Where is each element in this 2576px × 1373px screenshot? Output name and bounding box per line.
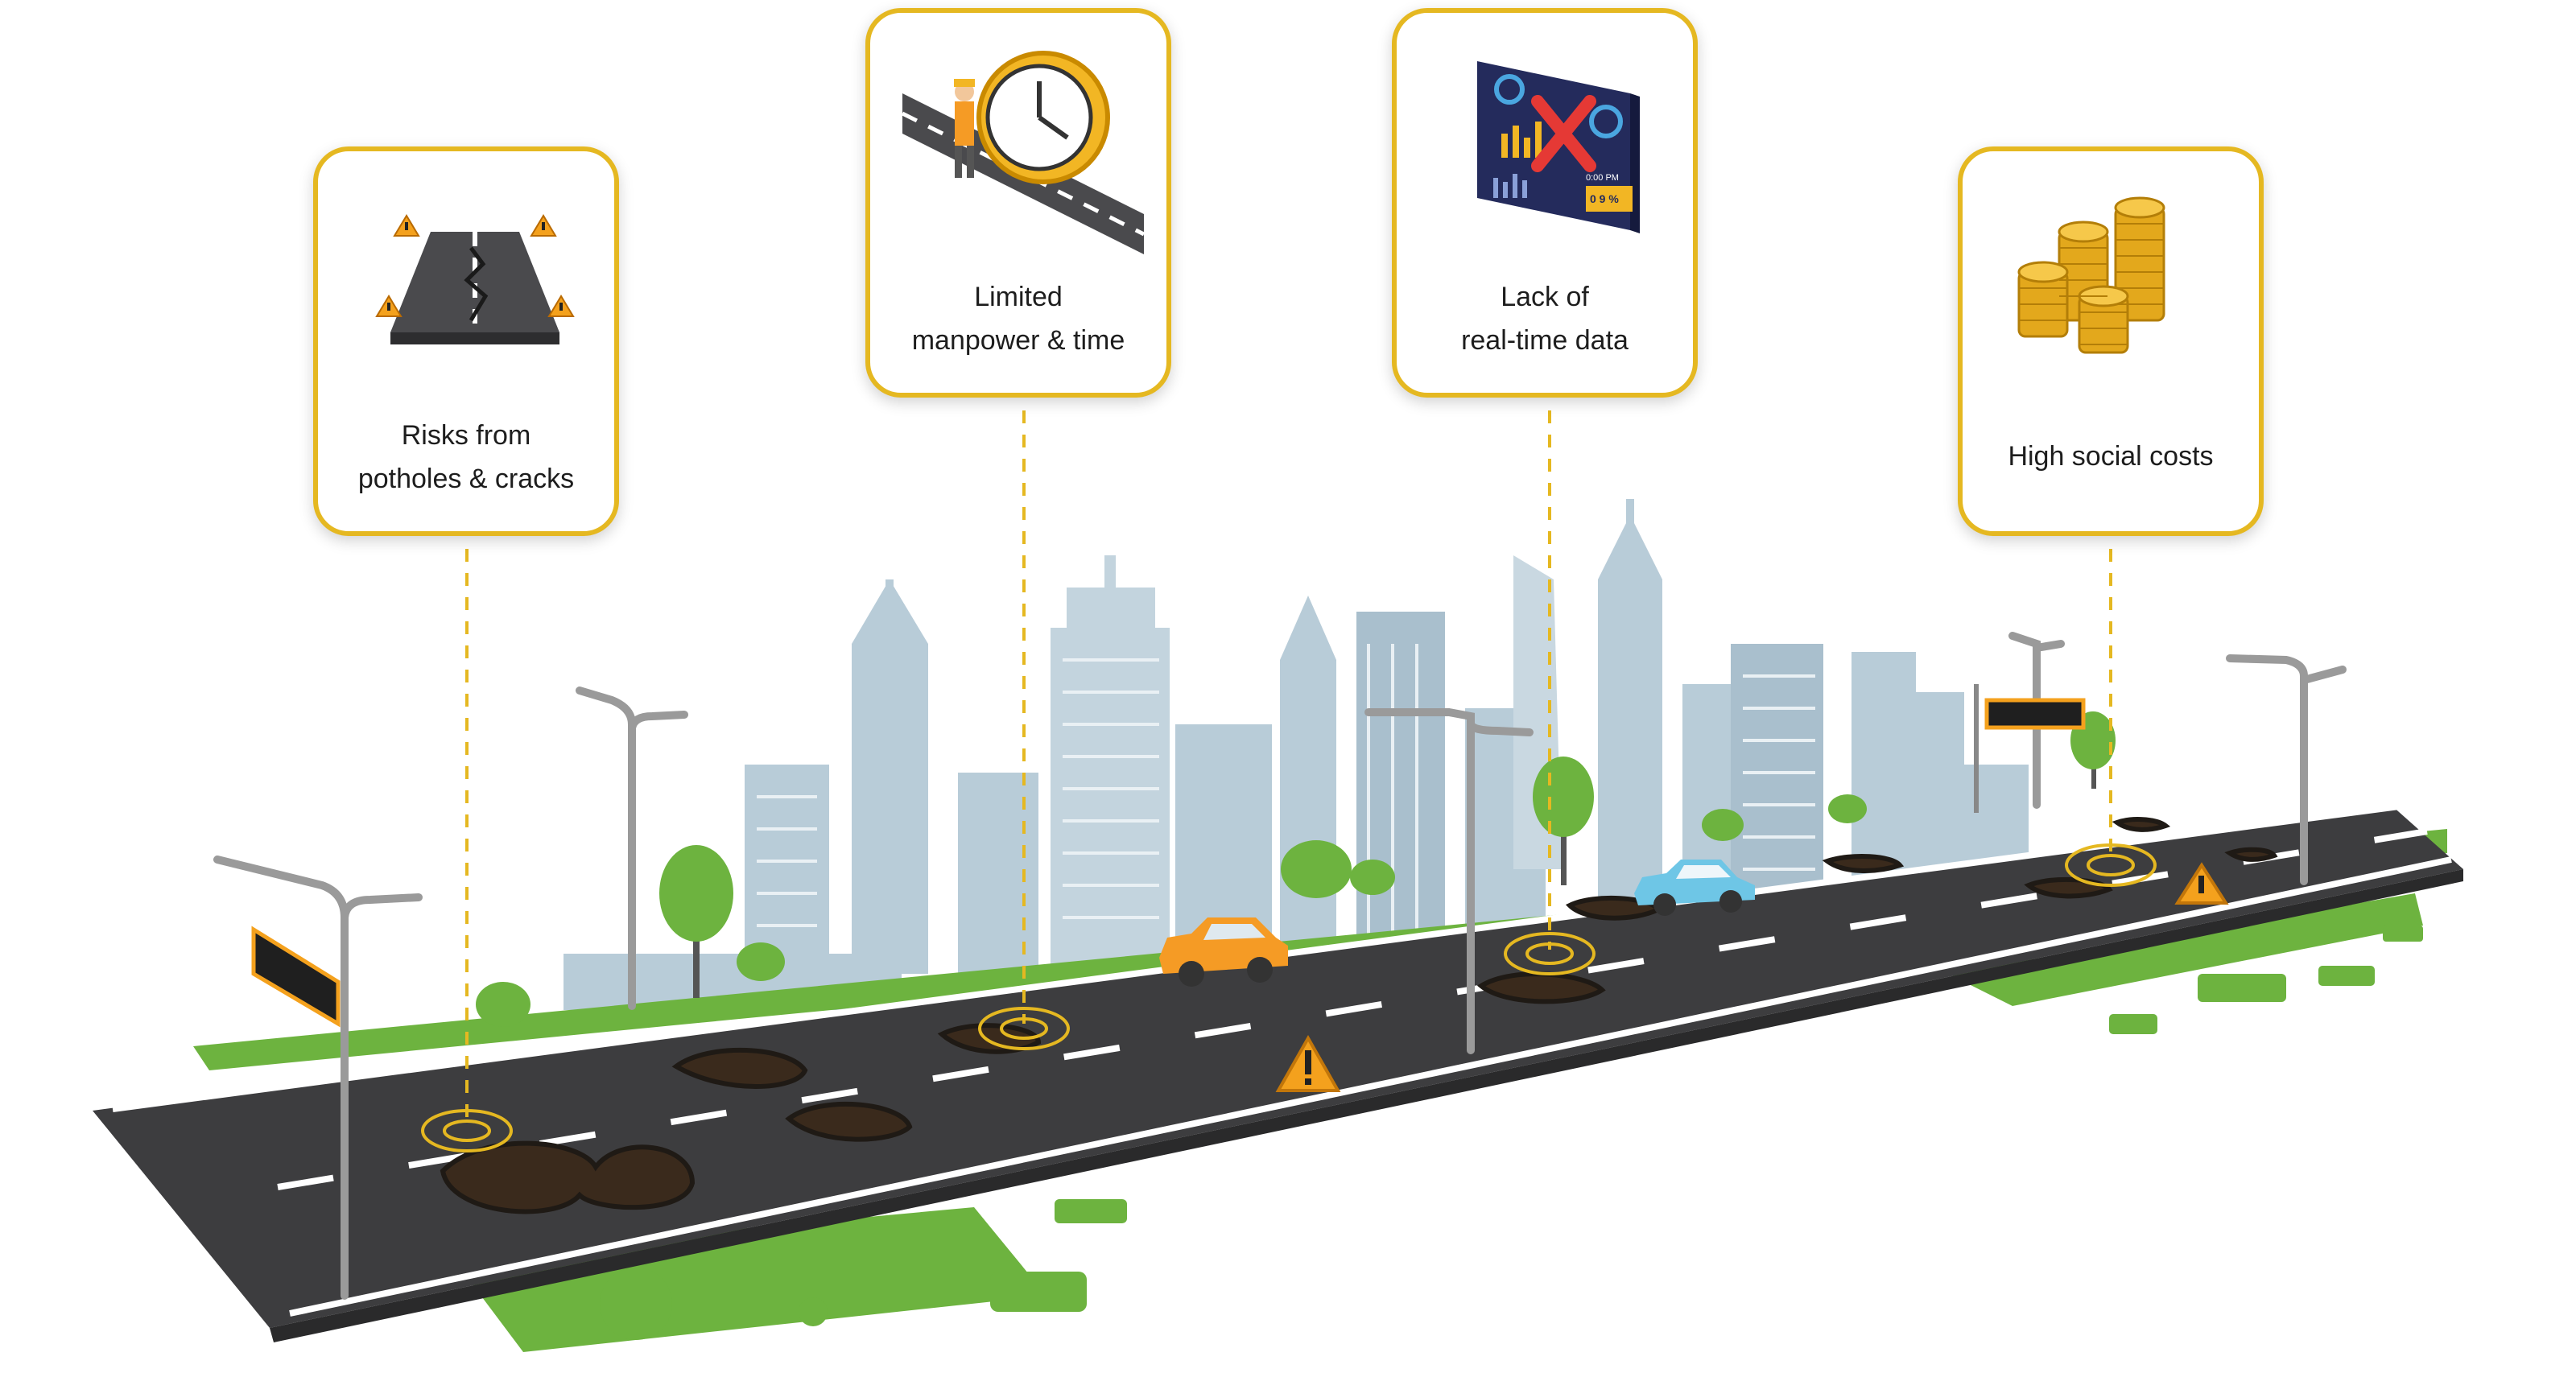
blue-car [1634,860,1755,916]
card-risks: Risks from potholes & cracks [313,146,619,536]
potholes [440,817,2278,1214]
card-manpower: Limited manpower & time [865,8,1171,398]
cracked-road-warning-icon [375,214,575,344]
card-costs: High social costs [1958,146,2264,536]
card-label: Lack of real-time data [1461,282,1629,356]
building-windows [757,644,1815,950]
coin-stacks-icon [2017,196,2165,354]
connector-lines [465,410,2112,1127]
street-signs [251,684,2086,1028]
dashboard-value: 0 9 % [1590,192,1619,205]
dashboard-error-icon: 0 9 % 0:00 PM [1477,61,1640,233]
bushes [476,794,1867,1027]
orange-car [1159,917,1288,987]
dashboard-time: 0:00 PM [1586,173,1619,183]
card-data: 0 9 % 0:00 PM Lack of real-time data [1392,8,1698,398]
worker-clock-icon [902,51,1144,254]
card-label: High social costs [2008,441,2214,472]
street-lights [213,632,2347,1300]
warning-sign-icon [1275,862,2229,1092]
card-label: Limited manpower & time [911,282,1125,356]
card-label: Risks from potholes & cracks [357,420,575,494]
